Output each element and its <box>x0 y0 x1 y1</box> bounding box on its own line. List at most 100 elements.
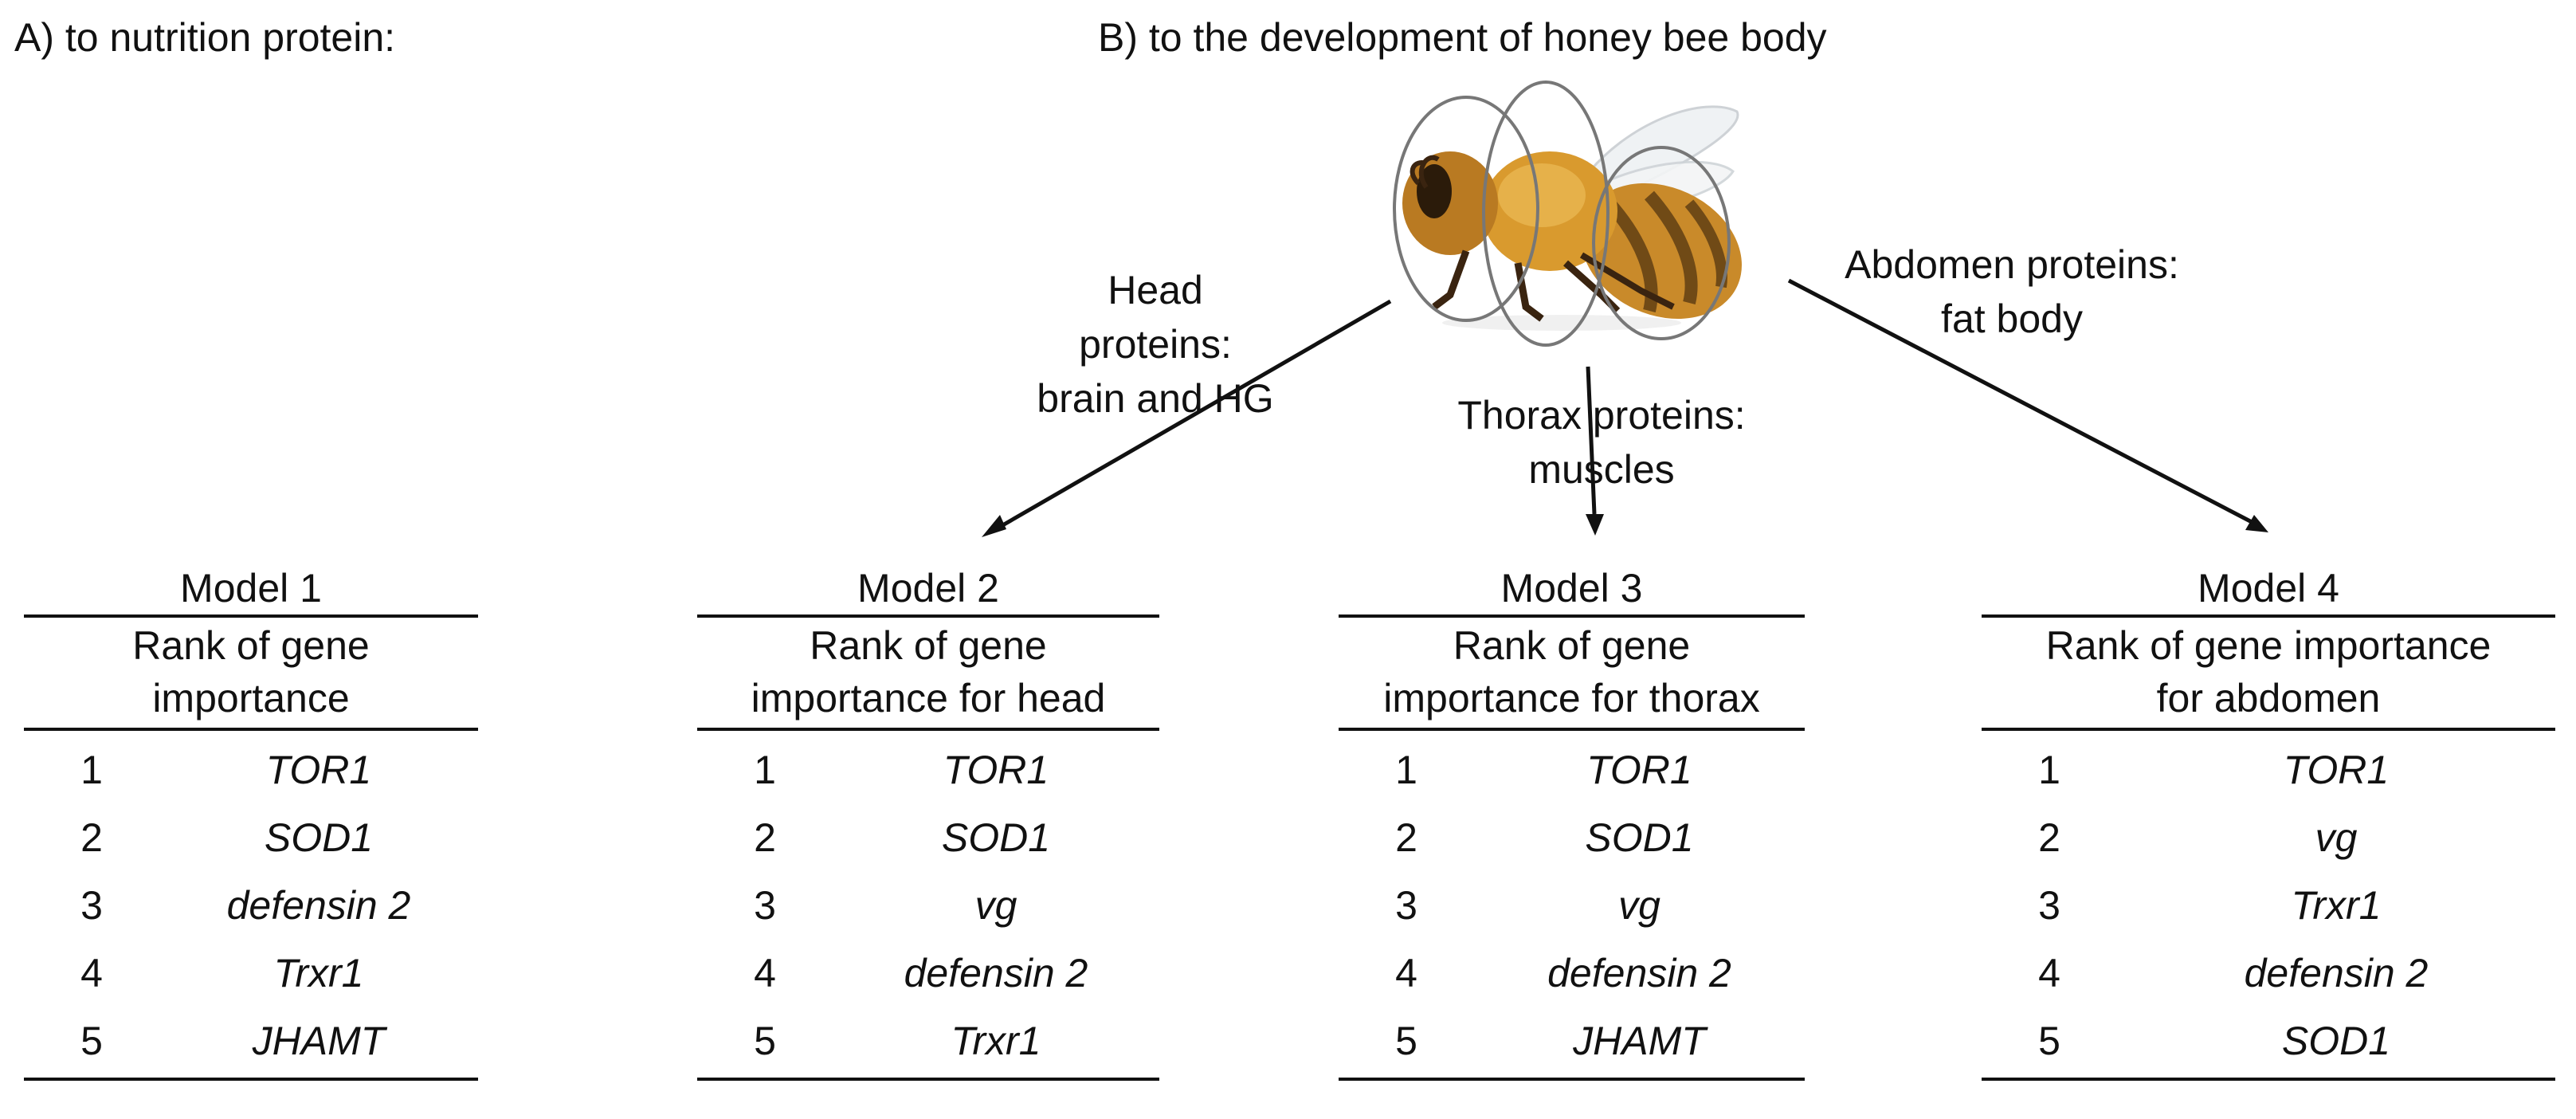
table-bottom-rule <box>24 1078 478 1081</box>
gene-name: JHAMT <box>1573 1018 1706 1063</box>
rank-number: 1 <box>80 747 103 792</box>
table-top-rule <box>1982 614 2555 618</box>
model-3-table: Model 3 Rank of gene importance for thor… <box>1339 562 1805 1081</box>
abdomen-label-line: Abdomen proteins: <box>1845 242 2179 287</box>
table-row: 1 TOR1 <box>24 736 478 803</box>
rank-caption: Rank of gene importance for thorax <box>1339 618 1805 728</box>
rank-number: 3 <box>754 882 776 928</box>
table-row: 2 SOD1 <box>697 803 1159 871</box>
head-label-line: proteins: <box>1079 322 1232 367</box>
head-proteins-label: Head proteins: brain and HG <box>980 263 1331 426</box>
table-row: 3 defensin 2 <box>24 871 478 939</box>
table-row: 4 defensin 2 <box>1339 939 1805 1007</box>
rank-number: 4 <box>80 950 103 995</box>
gene-name: SOD1 <box>941 815 1051 860</box>
caption-line: importance for thorax <box>1383 676 1760 720</box>
gene-name: defensin 2 <box>904 950 1088 995</box>
table-top-rule <box>697 614 1159 618</box>
caption-line: importance <box>152 676 350 720</box>
table-row: 4 Trxr1 <box>24 939 478 1007</box>
gene-name: defensin 2 <box>2244 950 2429 995</box>
model-2-table: Model 2 Rank of gene importance for head… <box>697 562 1159 1081</box>
gene-name: vg <box>1618 882 1660 928</box>
rank-number: 2 <box>1395 815 1417 860</box>
abdomen-label-line: fat body <box>1941 296 2083 341</box>
table-bottom-rule <box>1339 1078 1805 1081</box>
table-bottom-rule <box>1982 1078 2555 1081</box>
gene-name: vg <box>2315 815 2358 860</box>
caption-line: for abdomen <box>2156 676 2381 720</box>
table-row: 2 SOD1 <box>24 803 478 871</box>
table-row: 3 vg <box>697 871 1159 939</box>
gene-name: SOD1 <box>264 815 374 860</box>
caption-line: importance for head <box>751 676 1106 720</box>
model-title: Model 3 <box>1500 566 1643 611</box>
heading-part-b: B) to the development of honey bee body <box>1098 15 1827 60</box>
thorax-outline-ellipse <box>1482 80 1610 347</box>
gene-name: TOR1 <box>1586 747 1692 792</box>
rank-number: 3 <box>1395 882 1417 928</box>
table-row: 2 vg <box>1982 803 2555 871</box>
rank-number: 3 <box>80 882 103 928</box>
rank-number: 1 <box>1395 747 1417 792</box>
rank-caption: Rank of gene importance for abdomen <box>1982 618 2555 728</box>
rank-number: 1 <box>754 747 776 792</box>
model-title: Model 2 <box>857 566 999 611</box>
rank-number: 2 <box>80 815 103 860</box>
abdomen-outline-ellipse <box>1592 146 1731 340</box>
rank-number: 1 <box>2038 747 2060 792</box>
rank-caption: Rank of gene importance <box>24 618 478 728</box>
heading-part-a: A) to nutrition protein: <box>14 15 396 60</box>
rank-number: 5 <box>1395 1018 1417 1063</box>
gene-name: Trxr1 <box>2291 882 2382 928</box>
table-header-rule <box>1339 728 1805 731</box>
thorax-proteins-label: Thorax proteins: muscles <box>1410 388 1793 497</box>
caption-line: Rank of gene <box>132 623 370 668</box>
table-row: 4 defensin 2 <box>697 939 1159 1007</box>
gene-name: vg <box>974 882 1017 928</box>
table-row: 1 TOR1 <box>1982 736 2555 803</box>
arrow-to-model-3 <box>1586 366 1604 536</box>
rank-number: 5 <box>2038 1018 2060 1063</box>
rank-number: 4 <box>1395 950 1417 995</box>
gene-name: TOR1 <box>265 747 372 792</box>
rank-number: 4 <box>2038 950 2060 995</box>
rank-number: 4 <box>754 950 776 995</box>
gene-name: TOR1 <box>2283 747 2390 792</box>
table-row: 1 TOR1 <box>1339 736 1805 803</box>
table-bottom-rule <box>697 1078 1159 1081</box>
table-top-rule <box>1339 614 1805 618</box>
honey-bee-illustration <box>1402 105 1742 331</box>
gene-name: TOR1 <box>943 747 1049 792</box>
thorax-label-line: Thorax proteins: <box>1457 393 1746 438</box>
abdomen-proteins-label: Abdomen proteins: fat body <box>1813 238 2211 346</box>
table-row: 3 vg <box>1339 871 1805 939</box>
gene-name: SOD1 <box>1585 815 1694 860</box>
model-title: Model 4 <box>2198 566 2339 611</box>
arrow-to-model-2 <box>982 299 1392 537</box>
gene-name: Trxr1 <box>951 1018 1041 1063</box>
table-header-rule <box>697 728 1159 731</box>
gene-name: defensin 2 <box>226 882 411 928</box>
model-4-table: Model 4 Rank of gene importance for abdo… <box>1982 562 2555 1081</box>
table-top-rule <box>24 614 478 618</box>
gene-name: Trxr1 <box>273 950 364 995</box>
rank-number: 2 <box>754 815 776 860</box>
rank-number: 5 <box>80 1018 103 1063</box>
rank-number: 2 <box>2038 815 2060 860</box>
rank-caption: Rank of gene importance for head <box>697 618 1159 728</box>
table-header-rule <box>1982 728 2555 731</box>
thorax-label-line: muscles <box>1528 447 1675 492</box>
table-row: 4 defensin 2 <box>1982 939 2555 1007</box>
gene-name: defensin 2 <box>1547 950 1731 995</box>
table-row: 2 SOD1 <box>1339 803 1805 871</box>
